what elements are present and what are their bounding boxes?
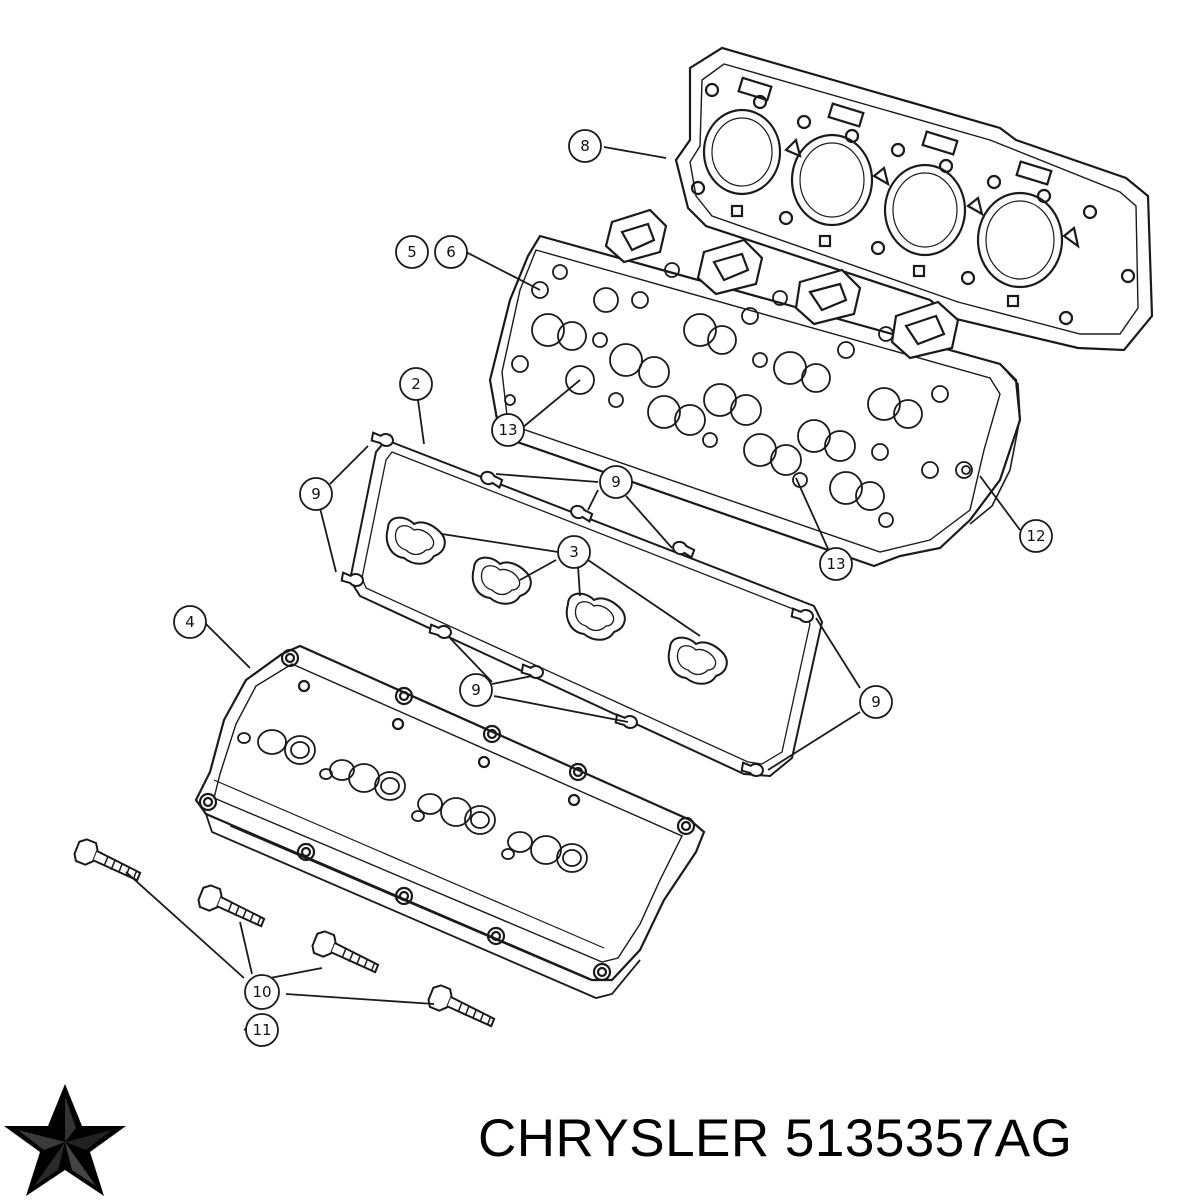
callout-2: 2	[399, 367, 433, 401]
callout-9-bottom: 9	[459, 673, 493, 707]
callout-6: 6	[434, 235, 468, 269]
callout-4-label: 4	[185, 613, 195, 631]
callout-13-lower: 13	[819, 547, 853, 581]
callout-11-label: 11	[252, 1021, 271, 1039]
callout-5: 5	[395, 235, 429, 269]
callout-4: 4	[173, 605, 207, 639]
callout-8-label: 8	[580, 137, 590, 155]
callout-11: 11	[245, 1013, 279, 1047]
callout-13-upper: 13	[491, 413, 525, 447]
callout-9-top-label: 9	[611, 473, 621, 491]
callout-13-lower-label: 13	[826, 555, 845, 573]
callout-2-label: 2	[411, 375, 421, 393]
callout-9-left-label: 9	[311, 485, 321, 503]
leader-lines	[125, 146, 1021, 1031]
callout-10-label: 10	[252, 983, 271, 1001]
tube-seals	[385, 516, 728, 685]
callout-13-upper-label: 13	[498, 421, 517, 439]
callout-9-top: 9	[599, 465, 633, 499]
callout-10: 10	[244, 974, 280, 1010]
callout-3: 3	[557, 535, 591, 569]
chrysler-pentastar-logo	[4, 1084, 126, 1196]
callout-3-label: 3	[569, 543, 579, 561]
valve-cover	[194, 644, 706, 999]
cylinder-head	[488, 208, 1022, 568]
callout-5-label: 5	[407, 243, 417, 261]
callout-8: 8	[568, 129, 602, 163]
callout-12-label: 12	[1026, 527, 1045, 545]
callout-9-right: 9	[859, 685, 893, 719]
callout-6-label: 6	[446, 243, 456, 261]
callout-12: 12	[1019, 519, 1053, 553]
callout-9-bottom-label: 9	[471, 681, 481, 699]
head-gasket	[674, 46, 1154, 352]
callout-9-left: 9	[299, 477, 333, 511]
callout-9-right-label: 9	[871, 693, 881, 711]
brand-part-number: CHRYSLER 5135357AG	[478, 1109, 1073, 1168]
